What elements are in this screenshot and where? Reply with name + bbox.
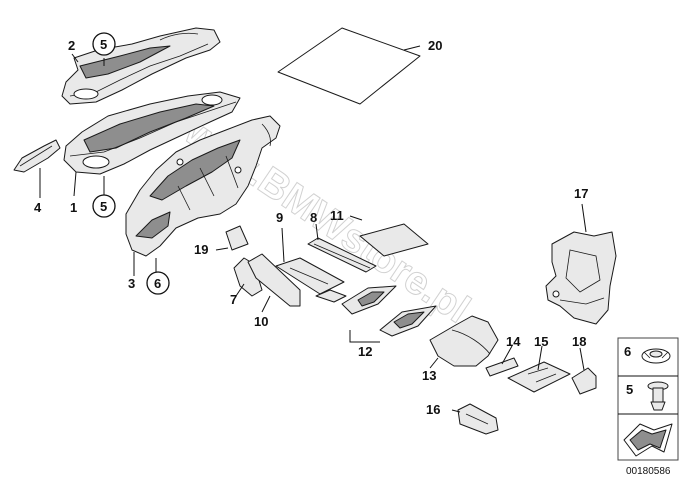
callout-13: 13 xyxy=(422,368,436,383)
legend-label-5: 5 xyxy=(626,382,633,397)
callout-19: 19 xyxy=(194,242,208,257)
callout-14: 14 xyxy=(506,334,521,349)
callout-3: 3 xyxy=(128,276,135,291)
callout-6-ring xyxy=(146,271,170,295)
callout-18: 18 xyxy=(572,334,586,349)
callout-5-ring-top xyxy=(92,32,116,56)
callout-9: 9 xyxy=(276,210,283,225)
callout-7: 7 xyxy=(230,292,237,307)
legend-label-6: 6 xyxy=(624,344,631,359)
reference-code: 00180586 xyxy=(626,466,671,477)
part-2-upper-insulation[interactable] xyxy=(61,27,221,105)
part-12-pads[interactable] xyxy=(315,285,437,337)
part-8-strip[interactable] xyxy=(307,237,377,273)
part-1-middle-insulation[interactable] xyxy=(63,91,241,175)
arrow-icon xyxy=(623,423,673,457)
part-9-pad[interactable] xyxy=(275,257,345,295)
callout-20: 20 xyxy=(428,38,442,53)
part-13-tunnel-insulation[interactable] xyxy=(429,315,499,367)
part-16-bracket[interactable] xyxy=(457,403,499,435)
clip-nut-icon xyxy=(641,348,671,364)
part-18-pad[interactable] xyxy=(571,367,597,395)
leader-lines xyxy=(39,45,587,413)
callout-12: 12 xyxy=(358,344,372,359)
part-19-pad[interactable] xyxy=(225,225,249,251)
expanding-rivet-icon xyxy=(647,381,669,411)
callout-11: 11 xyxy=(330,208,344,223)
callout-2: 2 xyxy=(68,38,75,53)
callout-5-ring-bottom xyxy=(92,194,116,218)
callout-4: 4 xyxy=(34,200,42,215)
callout-5-bottom: 5 xyxy=(100,199,107,214)
part-20-mat[interactable] xyxy=(277,27,421,105)
fastener-legend: 6 5 xyxy=(617,337,679,461)
part-4-strip[interactable] xyxy=(13,139,61,173)
callout-1: 1 xyxy=(70,200,77,215)
callout-5-top: 5 xyxy=(100,37,107,52)
part-15-pad[interactable] xyxy=(507,361,571,393)
part-14-strip[interactable] xyxy=(485,357,519,377)
callouts: 20 2 5 1 5 4 3 6 19 7 10 9 8 11 12 13 14… xyxy=(34,32,588,417)
part-3-lower-insulation[interactable] xyxy=(125,115,281,257)
callout-8: 8 xyxy=(310,210,317,225)
callout-10: 10 xyxy=(254,314,268,329)
part-11-sheet[interactable] xyxy=(359,223,429,257)
callout-15: 15 xyxy=(534,334,548,349)
part-17-insulation-block[interactable] xyxy=(545,231,617,325)
callout-6: 6 xyxy=(154,276,161,291)
callout-17: 17 xyxy=(574,186,588,201)
callout-16: 16 xyxy=(426,402,440,417)
part-10-strip[interactable] xyxy=(247,253,301,307)
